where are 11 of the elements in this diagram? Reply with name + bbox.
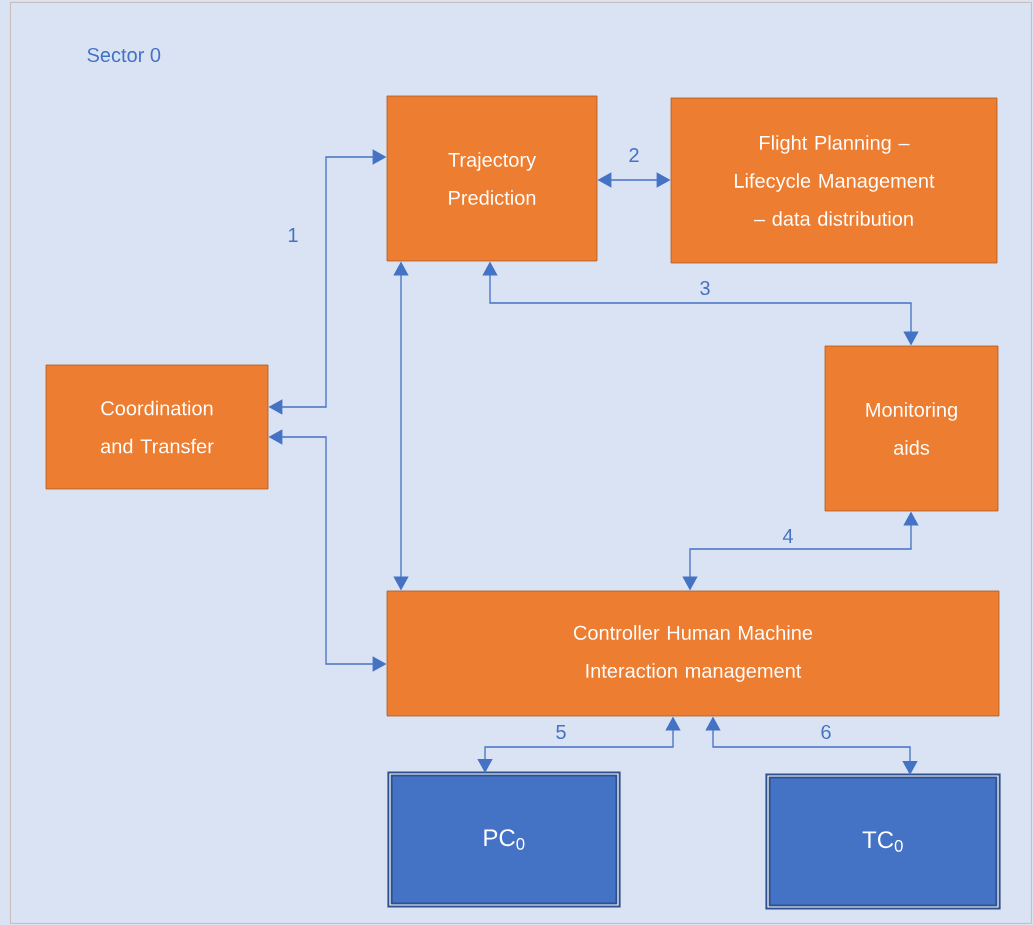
process-box: Trajectory Prediction: [386, 95, 598, 262]
process-box: Flight Planning – Lifecycle Management – data distribution: [670, 97, 998, 264]
edge-label: 1: [286, 227, 300, 243]
controller-box: TC$_{0}$: [765, 773, 1001, 910]
edge-label: 5: [554, 724, 568, 740]
process-box: Coordination and Transfer: [45, 364, 269, 490]
edge-label: 2: [627, 147, 641, 163]
controller-box: PC$_{0}$: [387, 771, 621, 908]
process-box: Controller Human Machine Interaction management: [386, 590, 1000, 717]
edge-label: 4: [781, 528, 795, 544]
process-box: Monitoring aids: [824, 345, 999, 512]
